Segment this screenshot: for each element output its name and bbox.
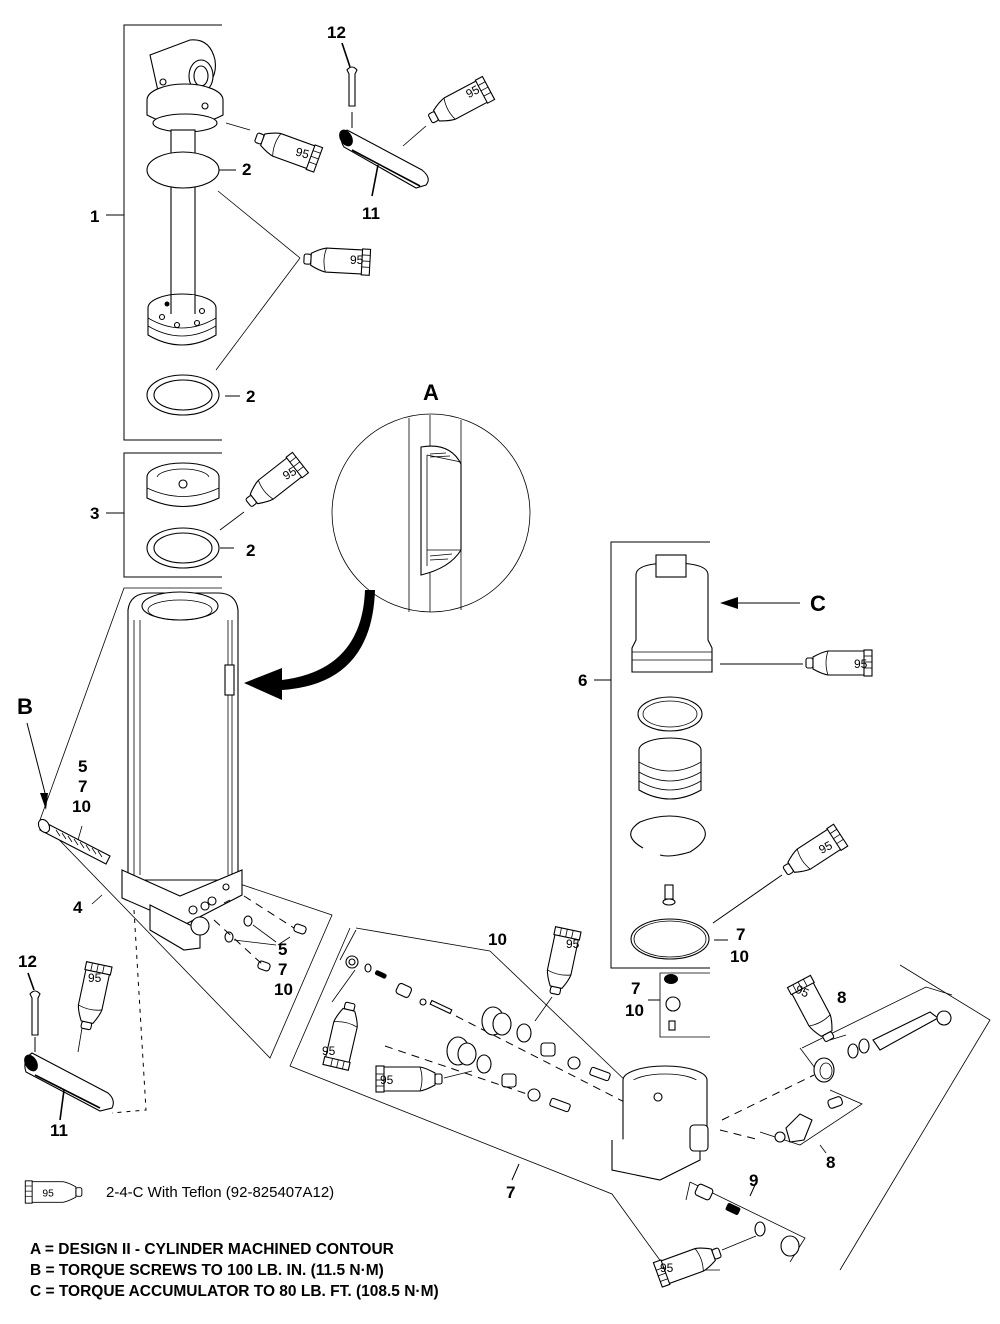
detail-a <box>244 413 531 700</box>
tube-label: 95 <box>280 464 299 483</box>
pivot-pin-bottom: 95 <box>24 961 114 1121</box>
cotter-pin-12 <box>346 66 358 107</box>
legend: 95 2-4-C With Teflon (92-825407A12) <box>16 1180 334 1204</box>
pivot-pin-11b <box>24 1052 114 1112</box>
sealant-tube-icon: 95 <box>24 1180 83 1204</box>
bracket-3 <box>123 452 222 578</box>
bracket-6 <box>610 541 710 969</box>
callout-11: 11 <box>362 204 380 223</box>
callout-2: 2 <box>246 387 255 406</box>
callout-10: 10 <box>72 797 91 816</box>
arrow-c-icon <box>720 597 738 609</box>
callout-8: 8 <box>837 988 846 1007</box>
detail-label-a: A <box>423 380 439 405</box>
o-ring-2a <box>146 151 220 189</box>
callout-1: 1 <box>90 207 99 226</box>
callouts: 1 2 2 2 3 4 5 7 10 5 7 10 6 7 10 7 10 7 … <box>17 23 846 1202</box>
sealant-tube-icon <box>423 75 496 131</box>
screw-b <box>39 821 111 865</box>
pivot-pin-11 <box>341 129 429 189</box>
tube-label: 95 <box>854 657 868 671</box>
sealant-tube-icon <box>251 124 324 173</box>
retaining-ring <box>630 815 706 857</box>
detail-label-c: C <box>810 591 826 616</box>
callout-5: 5 <box>78 757 87 776</box>
callout-8: 8 <box>826 1153 835 1172</box>
detail-a-circle <box>331 413 531 613</box>
callout-7: 7 <box>631 979 640 998</box>
callout-10: 10 <box>625 1001 644 1020</box>
callout-4: 4 <box>73 898 83 917</box>
group-6-accumulator: 95 95 <box>594 541 873 1038</box>
cylinder-body <box>127 592 239 881</box>
tube-label: 95 <box>322 1044 336 1058</box>
o-ring-7-10 <box>630 918 710 960</box>
group-1-piston-rod: 95 95 <box>106 24 372 441</box>
callout-2: 2 <box>246 541 255 560</box>
callout-10: 10 <box>274 980 293 999</box>
tube-label: 95 <box>294 145 311 162</box>
legend-tube-number: 95 <box>42 1188 54 1199</box>
tube-label: 95 <box>660 1261 674 1275</box>
note-a: A = DESIGN II - CYLINDER MACHINED CONTOU… <box>30 1241 394 1258</box>
tube-label: 95 <box>88 971 102 985</box>
group-3-end-cap: 95 <box>106 451 309 578</box>
detail-arrow-icon <box>244 590 375 700</box>
callout-9: 9 <box>749 1171 758 1190</box>
bracket-4 <box>39 587 333 1059</box>
accumulator <box>631 562 713 673</box>
group-7-manifold: 95 95 95 <box>289 926 815 1271</box>
callout-10: 10 <box>730 947 749 966</box>
bracket-1 <box>123 24 222 441</box>
note-b: B = TORQUE SCREWS TO 100 LB. IN. (11.5 N… <box>30 1262 384 1279</box>
sealant-tube-icon <box>239 451 309 515</box>
sealant-tube-icon <box>786 974 842 1047</box>
callout-2: 2 <box>242 160 251 179</box>
manual-release-valve <box>872 1011 940 1051</box>
sealant-tube-icon <box>322 999 364 1071</box>
group-4-cylinder <box>26 587 333 1114</box>
group-8-9: 95 95 <box>652 964 991 1288</box>
callout-6: 6 <box>578 671 587 690</box>
callout-11: 11 <box>50 1121 68 1140</box>
tube-label: 95 <box>816 838 835 857</box>
callout-12: 12 <box>18 952 37 971</box>
pivot-pin-top: 95 <box>339 42 496 197</box>
tube-label: 95 <box>793 982 811 1000</box>
callout-7: 7 <box>278 960 287 979</box>
detail-label-b: B <box>17 694 33 719</box>
notes: A = DESIGN II - CYLINDER MACHINED CONTOU… <box>30 1239 439 1302</box>
callout-10: 10 <box>488 930 507 949</box>
sealant-tube-icon <box>777 823 849 883</box>
tube-label: 95 <box>380 1073 394 1087</box>
tube-label: 95 <box>350 253 364 267</box>
cotter-pin-12b <box>29 990 41 1036</box>
callout-7: 7 <box>506 1183 515 1202</box>
note-c: C = TORQUE ACCUMULATOR TO 80 LB. FT. (10… <box>30 1283 439 1300</box>
callout-7: 7 <box>736 925 745 944</box>
callout-7: 7 <box>78 777 87 796</box>
tube-label: 95 <box>463 82 482 101</box>
arrow-b-icon <box>40 793 48 810</box>
tube-label: 95 <box>566 937 580 951</box>
callout-3: 3 <box>90 504 99 523</box>
callout-5: 5 <box>278 940 287 959</box>
callout-12: 12 <box>327 23 346 42</box>
legend-text: 2-4-C With Teflon (92-825407A12) <box>106 1183 335 1201</box>
